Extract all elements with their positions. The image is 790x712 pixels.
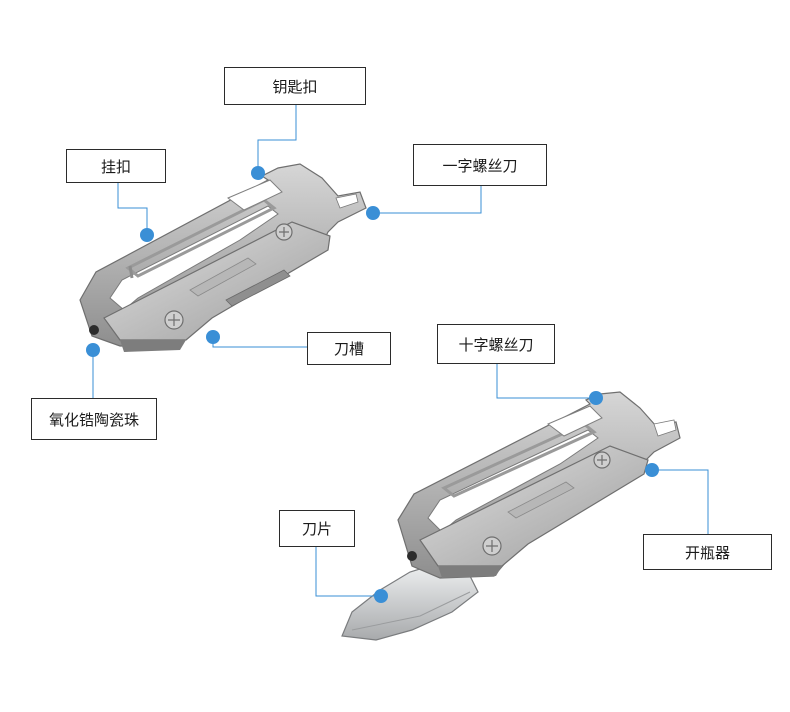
tool-closed-gate xyxy=(125,198,277,278)
label-clip: 挂扣 xyxy=(66,149,166,183)
leader-blade xyxy=(315,547,381,597)
label-phillips: 十字螺丝刀 xyxy=(437,324,555,364)
label-blade-slot: 刀槽 xyxy=(307,332,391,365)
label-blade: 刀片 xyxy=(279,510,355,547)
callout-dots xyxy=(86,166,659,603)
label-keyring: 钥匙扣 xyxy=(224,67,366,105)
leader-bottle-opener xyxy=(652,469,709,534)
tool-closed-ceramic-bead xyxy=(89,325,99,335)
tool-closed xyxy=(79,163,367,352)
dot-keyring xyxy=(251,166,265,180)
leader-flathead xyxy=(373,186,482,214)
leader-clip xyxy=(117,182,148,232)
tool-closed-blade-slot xyxy=(225,269,291,307)
label-ceramic-bead: 氧化锆陶瓷珠 xyxy=(31,398,157,440)
dot-blade-slot xyxy=(206,330,220,344)
tool-open-blade xyxy=(341,563,479,641)
tool-open-gate xyxy=(441,422,597,498)
dot-flathead xyxy=(366,206,380,220)
dot-blade xyxy=(374,589,388,603)
dot-bottle-opener xyxy=(645,463,659,477)
label-flathead: 一字螺丝刀 xyxy=(413,144,547,186)
leader-lines xyxy=(92,105,709,597)
leader-blade-slot xyxy=(212,339,307,348)
dot-clip xyxy=(140,228,154,242)
dot-phillips xyxy=(589,391,603,405)
label-bottle-opener: 开瓶器 xyxy=(643,534,772,570)
tool-open xyxy=(341,391,681,641)
leader-keyring xyxy=(257,105,297,170)
leader-phillips xyxy=(496,364,596,399)
dot-ceramic-bead xyxy=(86,343,100,357)
